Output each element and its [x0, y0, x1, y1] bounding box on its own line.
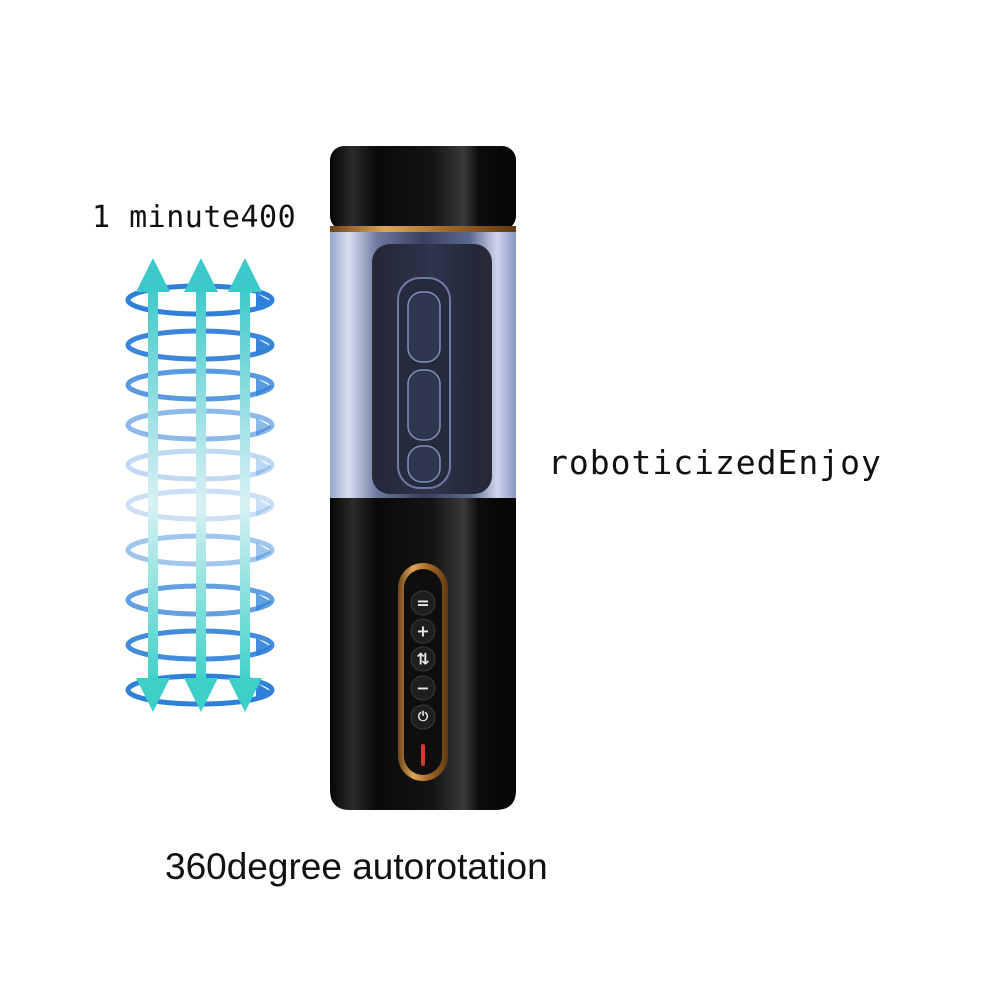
- ring-arrowhead: [256, 683, 272, 701]
- power-icon: ⏻: [418, 710, 429, 725]
- device-top-cap: [330, 146, 516, 230]
- minus-icon: −: [416, 679, 429, 698]
- ring-arrowhead: [256, 418, 272, 436]
- ring-arrowhead: [256, 458, 272, 476]
- pause-icon: =: [416, 594, 429, 613]
- gold-trim-top: [330, 226, 516, 232]
- vertical-arrows: [136, 258, 262, 712]
- mode-switch-icon: ⇅: [416, 650, 429, 669]
- control-button-mode-switch[interactable]: ⇅: [410, 646, 436, 672]
- status-indicator: [421, 744, 425, 766]
- ring-arrowhead: [256, 543, 272, 561]
- control-button-plus[interactable]: +: [410, 618, 436, 644]
- caption-rotation: 360degree autorotation: [165, 846, 548, 887]
- ring-arrowhead: [256, 593, 272, 611]
- ring-arrowhead: [256, 638, 272, 656]
- caption-speed: 1 minute400: [92, 200, 297, 235]
- control-button-power[interactable]: ⏻: [410, 704, 436, 730]
- control-button-minus[interactable]: −: [410, 675, 436, 701]
- ring-arrowhead: [256, 338, 272, 356]
- ring-arrowhead: [256, 498, 272, 516]
- plus-icon: +: [416, 622, 429, 641]
- ring-arrowhead: [256, 378, 272, 396]
- ring-arrowhead: [256, 293, 272, 311]
- control-button-pause[interactable]: =: [410, 590, 436, 616]
- caption-feature: roboticizedEnjoy: [548, 443, 882, 482]
